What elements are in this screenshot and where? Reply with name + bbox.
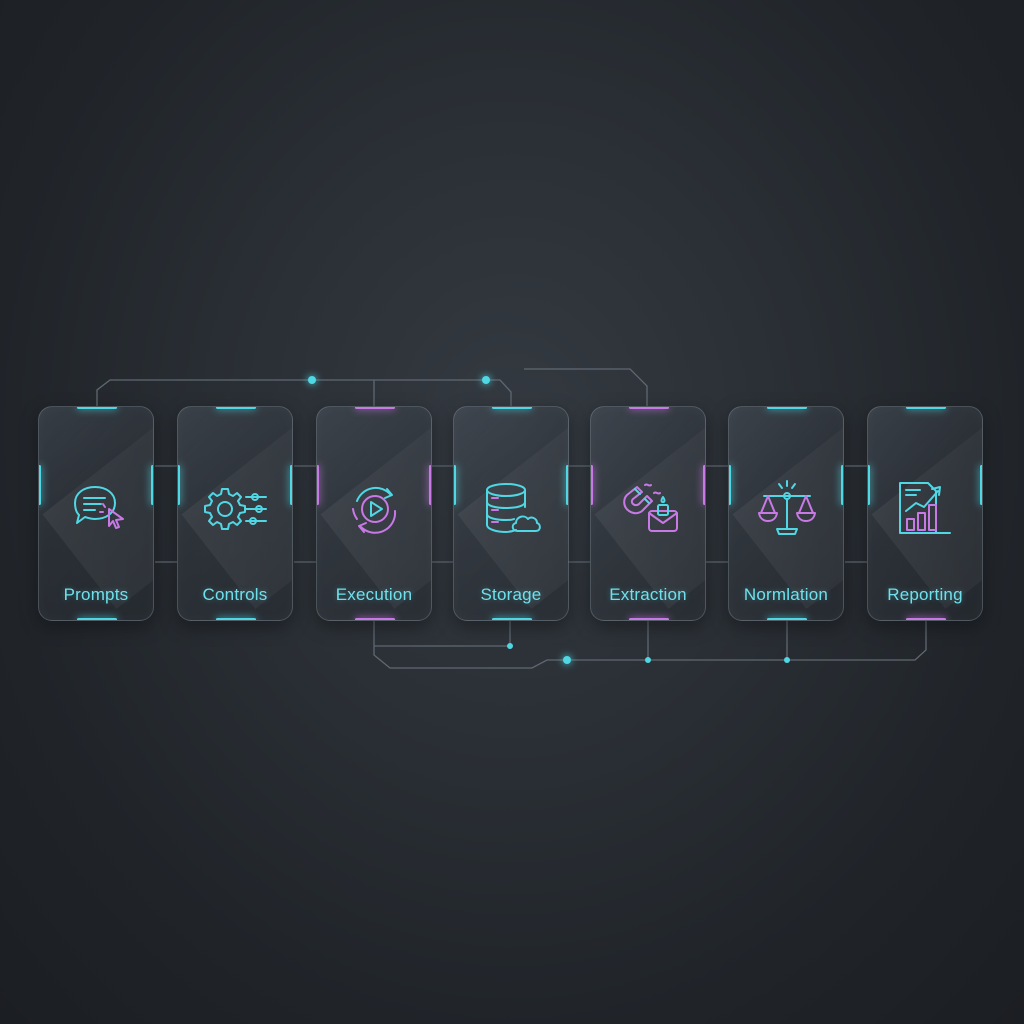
connector-mid-2 xyxy=(294,465,316,563)
node-dot xyxy=(645,657,651,663)
node-dot xyxy=(507,643,513,649)
step-label: Extraction xyxy=(609,585,687,604)
chat-bubble-cursor-icon xyxy=(69,481,125,537)
step-label: Controls xyxy=(202,585,268,604)
gear-sliders-icon xyxy=(204,481,267,537)
node-dot xyxy=(308,376,316,384)
step-card-controls[interactable]: Controls xyxy=(177,406,293,621)
step-card-storage[interactable]: Storage xyxy=(453,406,569,621)
magnet-envelope-icon xyxy=(621,481,678,537)
step-card-reporting[interactable]: Reporting xyxy=(867,406,983,621)
step-label: Execution xyxy=(335,585,413,604)
connector-mid-6 xyxy=(845,465,867,563)
step-card-normlation[interactable]: Normlation xyxy=(728,406,844,621)
connector-bottom-1 xyxy=(373,621,927,669)
step-label: Normlation xyxy=(743,585,829,604)
balance-scale-icon xyxy=(758,480,816,537)
node-dot xyxy=(784,657,790,663)
step-label: Prompts xyxy=(63,585,129,604)
step-card-execution[interactable]: Execution xyxy=(316,406,432,621)
step-card-extraction[interactable]: Extraction xyxy=(590,406,706,621)
play-cycle-icon xyxy=(347,481,403,537)
database-cloud-icon xyxy=(484,481,541,537)
step-label: Storage xyxy=(480,585,542,604)
connector-mid-4 xyxy=(568,465,590,563)
step-card-prompts[interactable]: Prompts xyxy=(38,406,154,621)
connector-top-1 xyxy=(96,379,512,406)
connector-bottom-2 xyxy=(374,621,511,647)
node-dot xyxy=(563,656,571,664)
connector-mid-1 xyxy=(155,465,177,563)
connector-top-3 xyxy=(524,368,648,406)
connector-mid-5 xyxy=(706,465,728,563)
connector-mid-3 xyxy=(432,465,453,563)
step-label: Reporting xyxy=(887,585,963,604)
report-chart-icon xyxy=(898,481,954,537)
node-dot xyxy=(482,376,490,384)
